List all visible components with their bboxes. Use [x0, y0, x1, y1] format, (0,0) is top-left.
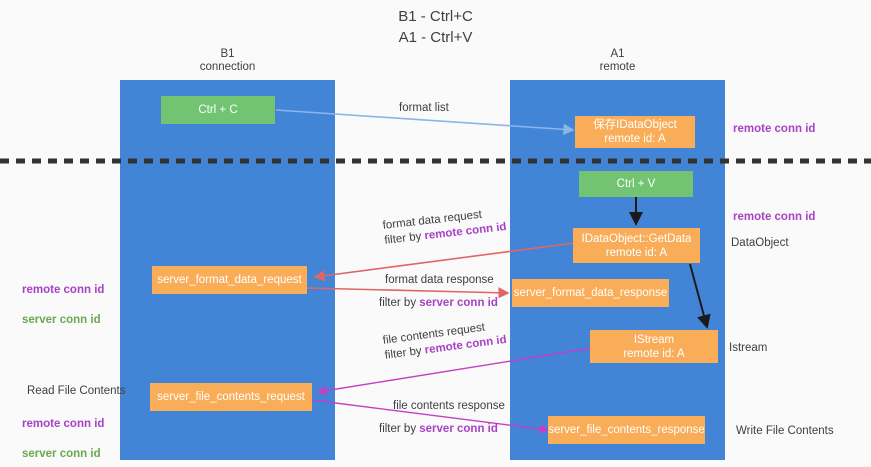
annotation-remote-conn-id-top: remote conn id	[733, 123, 816, 135]
filter-prefix-4: filter by	[379, 423, 420, 435]
column-header-b1: B1 connection	[199, 48, 256, 73]
edge-format-data-response	[306, 287, 510, 299]
edge-label-format-list: format list	[399, 102, 449, 114]
box-istream[interactable]: IStream remote id: A	[590, 330, 718, 363]
filter-key-server-conn-id: server conn id	[419, 297, 498, 309]
annotation-write-file-contents: Write File Contents	[736, 425, 834, 437]
box-ctrl-c[interactable]: Ctrl + C	[161, 96, 275, 124]
edge-label-format-data-response: format data response	[385, 274, 494, 286]
box-server-file-contents-request[interactable]: server_file_contents_request	[150, 383, 312, 411]
annotation-server-conn-id-left: server conn id	[22, 314, 101, 326]
box-save-idataobject[interactable]: 保存IDataObject remote id: A	[575, 116, 695, 148]
annotation-remote-conn-id-mid: remote conn id	[733, 211, 816, 223]
annotation-read-file-contents: Read File Contents	[27, 385, 126, 397]
edge-label-group-format-data-request: format data request filter by remote con…	[382, 205, 507, 249]
annotation-server-conn-id-left-2: server conn id	[22, 448, 101, 460]
page-title: B1 - Ctrl+C A1 - Ctrl+V	[398, 8, 473, 46]
box-server-file-contents-response[interactable]: server_file_contents_response	[548, 416, 705, 444]
annotation-conn-id-pair-bottom: remote conn id server conn id	[22, 402, 104, 462]
annotation-istream: Istream	[729, 342, 768, 354]
annotation-conn-id-pair-top: remote conn id server conn id	[22, 268, 104, 328]
edge-label-group-file-contents-request: file contents request filter by remote c…	[382, 318, 508, 364]
box-server-format-data-request[interactable]: server_format_data_request	[152, 266, 307, 294]
filter-prefix: filter by	[383, 230, 426, 247]
edge-label-format-data-response-filter: filter by server conn id	[379, 296, 498, 311]
filter-prefix-3: filter by	[384, 344, 426, 362]
edge-label-file-contents-response-filter: filter by server conn id	[379, 422, 498, 437]
filter-key-server-conn-id-2: server conn id	[419, 423, 498, 435]
filter-prefix-2: filter by	[379, 297, 420, 309]
box-server-format-data-response[interactable]: server_format_data_response	[512, 279, 669, 307]
annotation-dataobject: DataObject	[731, 237, 789, 249]
box-idataobject-getdata[interactable]: IDataObject::GetData remote id: A	[573, 228, 700, 263]
annotation-remote-conn-id-left-2: remote conn id	[22, 418, 105, 430]
box-ctrl-v[interactable]: Ctrl + V	[579, 171, 693, 197]
edge-label-file-contents-response: file contents response	[393, 400, 505, 412]
column-header-a1: A1 remote	[599, 48, 636, 73]
annotation-remote-conn-id-left: remote conn id	[22, 284, 105, 296]
